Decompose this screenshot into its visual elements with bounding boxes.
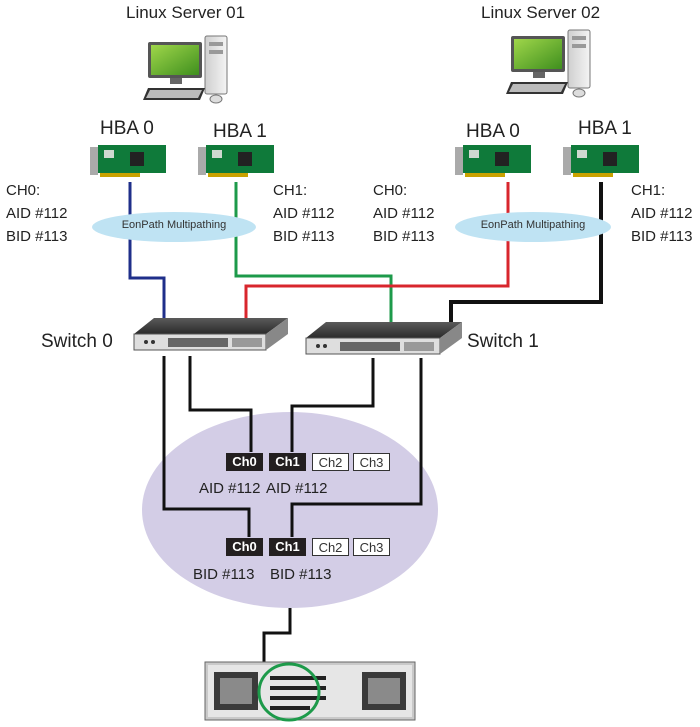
controller-b-channel-3: Ch3 xyxy=(353,538,390,556)
hba-channel-name: CH0: xyxy=(373,182,408,199)
switch-1-label: Switch 1 xyxy=(467,331,539,352)
hba-channel-aid: AID #112 xyxy=(6,205,68,222)
server-01-computer-icon xyxy=(143,35,228,104)
hba-card-icon xyxy=(455,145,531,177)
link-pool-to-storage xyxy=(262,608,292,662)
link-switch0-to-ctrlB-ch0 xyxy=(162,356,251,537)
controller-b-channel-0: Ch0 xyxy=(226,538,263,556)
hba-channel-bid: BID #113 xyxy=(6,228,68,245)
controller-a-channel-1: Ch1 xyxy=(269,453,306,471)
hba-label: HBA 0 xyxy=(100,118,154,139)
hba-card-icon xyxy=(563,145,639,177)
server-02-computer-icon xyxy=(506,29,591,98)
controller-b-channel-1: Ch1 xyxy=(269,538,306,556)
controller-b-port-id: BID #113 xyxy=(193,566,255,583)
controller-a-port-id: AID #112 xyxy=(199,480,261,497)
server-01-title: Linux Server 01 xyxy=(126,3,246,22)
hba-channel-bid: BID #113 xyxy=(631,228,693,245)
controller-highlight-circle xyxy=(257,662,321,722)
switch-1-icon xyxy=(305,322,462,355)
hba-channel-info: CH0: AID #112 BID #113 xyxy=(373,179,434,248)
controller-a-channel-3: Ch3 xyxy=(353,453,390,471)
controller-a-channel-0: Ch0 xyxy=(226,453,263,471)
hba-channel-bid: BID #113 xyxy=(373,228,435,245)
link-switch1-to-ctrlA-ch1 xyxy=(290,358,375,452)
switch-0-label: Switch 0 xyxy=(41,331,113,352)
hba-card-icon xyxy=(198,145,274,177)
hba-channel-aid: AID #112 xyxy=(373,205,435,222)
hba-label: HBA 1 xyxy=(213,121,267,142)
switch-0-icon xyxy=(133,318,288,351)
multipathing-ellipse-server01 xyxy=(92,212,256,242)
multipathing-ellipse-server02 xyxy=(455,212,611,242)
multipathing-label: EonPath Multipathing xyxy=(121,219,227,231)
server-02-title: Linux Server 02 xyxy=(481,3,601,22)
link-switch1-to-ctrlB-ch1 xyxy=(290,358,423,537)
hba-channel-info: CH0: AID #112 BID #113 xyxy=(6,179,67,248)
hba-channel-aid: AID #112 xyxy=(631,205,693,222)
hba-card-icon xyxy=(90,145,166,177)
controller-a-channel-2: Ch2 xyxy=(312,453,349,471)
hba-channel-bid: BID #113 xyxy=(273,228,335,245)
hba-channel-info: CH1: AID #112 BID #113 xyxy=(631,179,692,248)
hba-label: HBA 0 xyxy=(466,121,520,142)
hba-channel-aid: AID #112 xyxy=(273,205,335,222)
hba-channel-name: CH1: xyxy=(273,182,308,199)
controller-b-channel-2: Ch2 xyxy=(312,538,349,556)
hba-label: HBA 1 xyxy=(578,118,632,139)
controller-b-port-id: BID #113 xyxy=(270,566,332,583)
hba-channel-name: CH0: xyxy=(6,182,41,199)
link-server02-hba1-to-switch1 xyxy=(449,182,603,322)
hba-channel-name: CH1: xyxy=(631,182,666,199)
link-server01-hba0-to-switch0 xyxy=(128,182,166,318)
hba-channel-info: CH1: AID #112 BID #113 xyxy=(273,179,334,248)
controller-a-port-id: AID #112 xyxy=(266,480,328,497)
multipathing-label: EonPath Multipathing xyxy=(480,219,586,231)
link-switch0-to-ctrlA-ch0 xyxy=(188,356,253,452)
